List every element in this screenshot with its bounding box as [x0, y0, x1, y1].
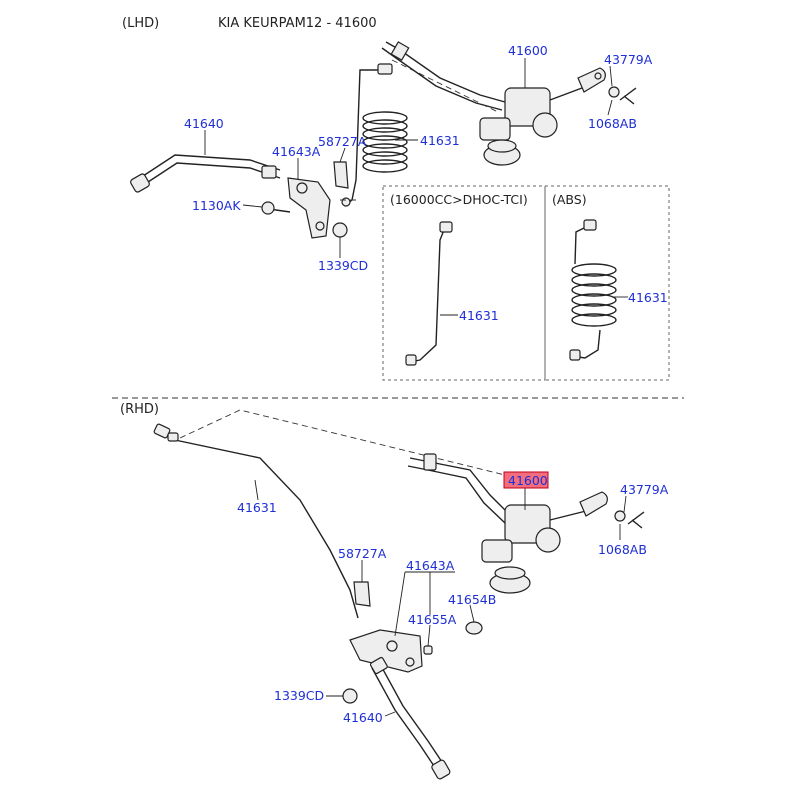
selected-part-highlight[interactable]	[503, 471, 549, 489]
diagram-title: KIA KEURPAM12 - 41600	[218, 16, 377, 31]
part-label-41643a[interactable]: 41643A	[272, 144, 321, 159]
part-label-1130ak[interactable]: 1130AK	[192, 198, 241, 213]
part-label-41631-abs[interactable]: 41631	[628, 290, 668, 305]
part-label-41631-dhoc[interactable]: 41631	[459, 308, 499, 323]
part-label-43779a[interactable]: 43779A	[604, 52, 653, 67]
part-label-41631[interactable]: 41631	[420, 133, 460, 148]
rhd-section-label: (RHD)	[120, 402, 159, 417]
rhd-part-label-58727a[interactable]: 58727A	[338, 546, 387, 561]
rhd-part-label-41631[interactable]: 41631	[237, 500, 277, 515]
rhd-part-label-1068ab[interactable]: 1068AB	[598, 542, 647, 557]
part-label-41600[interactable]: 41600	[508, 43, 548, 58]
rhd-part-label-41640[interactable]: 41640	[343, 710, 383, 725]
variant-box-dhoc: (16000CC>DHOC-TCI) 41631	[382, 185, 546, 381]
rhd-part-label-43779a[interactable]: 43779A	[620, 482, 669, 497]
rhd-part-label-1339cd[interactable]: 1339CD	[274, 688, 324, 703]
part-label-41640[interactable]: 41640	[184, 116, 224, 131]
part-label-1068ab[interactable]: 1068AB	[588, 116, 637, 131]
lhd-section-label: (LHD)	[122, 16, 159, 31]
rhd-part-label-41654b[interactable]: 41654B	[448, 592, 496, 607]
rhd-part-label-41600-selected[interactable]: 41600	[508, 473, 548, 488]
part-label-58727a[interactable]: 58727A	[318, 134, 367, 149]
lhd-parts-drawing	[130, 41, 637, 239]
variant-box-abs: (ABS) 41631	[544, 185, 670, 381]
rhd-part-label-41643a[interactable]: 41643A	[406, 558, 455, 573]
part-label-1339cd[interactable]: 1339CD	[318, 258, 368, 273]
rhd-part-label-41655a[interactable]: 41655A	[408, 612, 457, 627]
variant-label-abs: (ABS)	[552, 192, 587, 207]
variant-label-dhoc: (16000CC>DHOC-TCI)	[390, 192, 528, 207]
rhd-parts-drawing	[153, 409, 645, 780]
